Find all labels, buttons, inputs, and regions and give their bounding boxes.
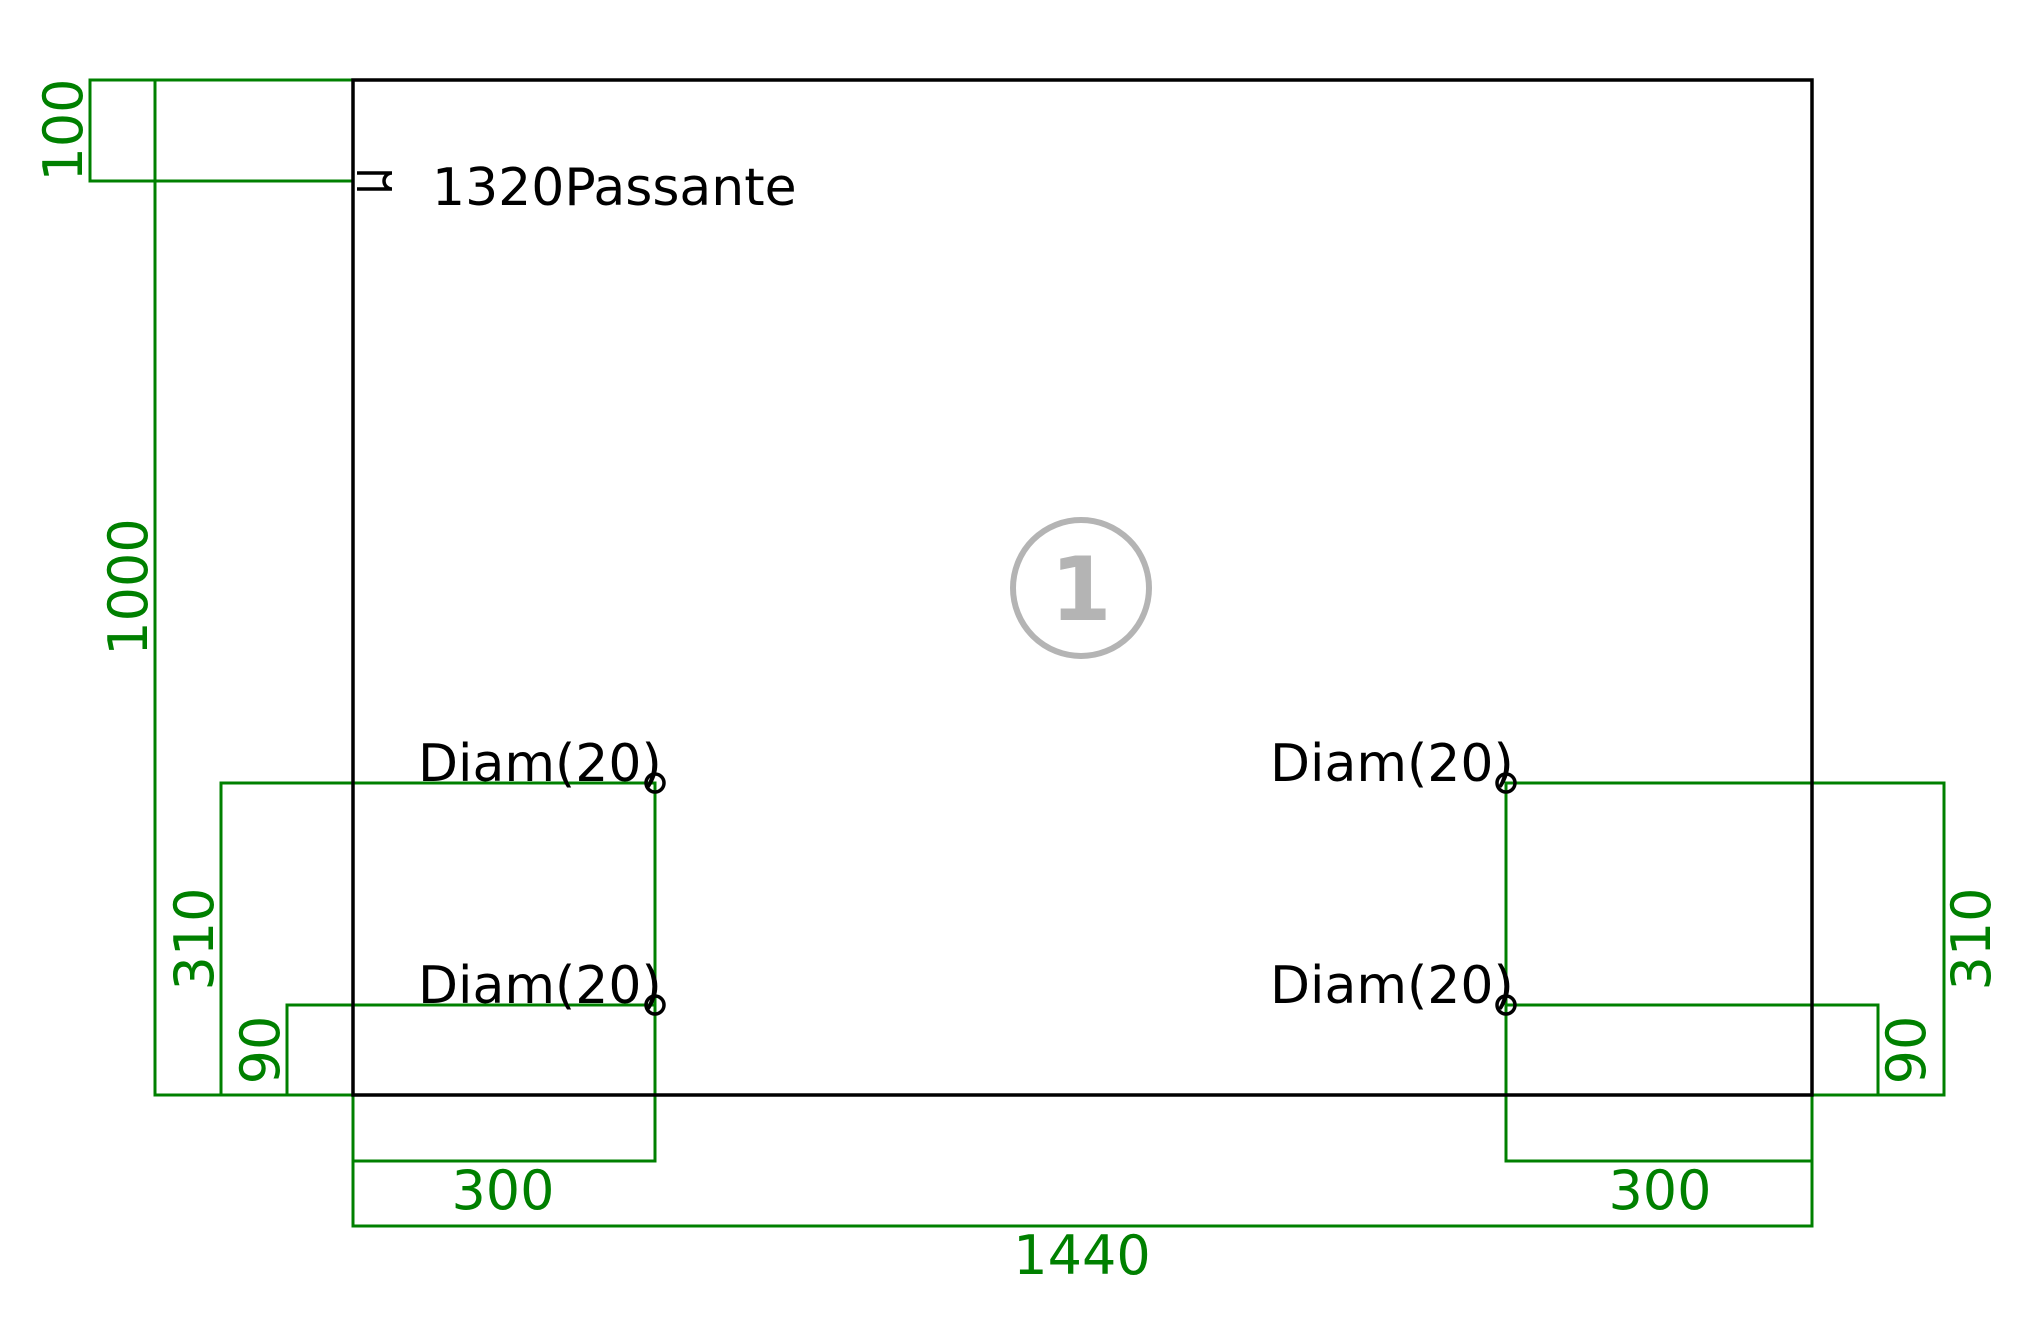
- dim-text-top-offset: 100: [32, 78, 95, 181]
- hole-label: Diam(20): [418, 956, 662, 1016]
- dim-text-left-lower: 90: [229, 1016, 292, 1085]
- hole-label: Diam(20): [1270, 956, 1514, 1016]
- groove-icon: [357, 171, 393, 191]
- panel-outline: [351, 78, 1814, 1097]
- dim-text-right-lower: 90: [1875, 1016, 1938, 1085]
- dim-line-width: [351, 1093, 1814, 1228]
- dim-text-right-x: 300: [1608, 1159, 1711, 1222]
- hole-marker: [1495, 772, 1517, 794]
- dim-line-right-x: [1504, 781, 1814, 1163]
- dim-line-left-lower: [285, 1003, 657, 1097]
- dim-text-width: 1440: [1013, 1224, 1150, 1287]
- hole-label: Diam(20): [418, 734, 662, 794]
- dim-line-right-lower: [1504, 1003, 1880, 1097]
- dim-line-top-offset: [88, 78, 355, 183]
- holes: [644, 772, 1517, 1016]
- panel-number-badge: 1: [1010, 517, 1152, 659]
- dim-text-left-x: 300: [451, 1159, 554, 1222]
- hole-marker: [644, 772, 666, 794]
- dim-text-left-upper: 310: [163, 887, 226, 990]
- dim-text-height: 1000: [97, 518, 160, 655]
- dimension-lines: [88, 78, 1946, 1228]
- hole-marker: [1495, 994, 1517, 1016]
- badge-circle: [1010, 517, 1152, 659]
- badge-number: 1: [1050, 538, 1111, 641]
- groove-label: 1320Passante: [432, 158, 797, 218]
- hole-label: Diam(20): [1270, 734, 1514, 794]
- dim-text-right-upper: 310: [1940, 887, 2003, 990]
- hole-marker: [644, 994, 666, 1016]
